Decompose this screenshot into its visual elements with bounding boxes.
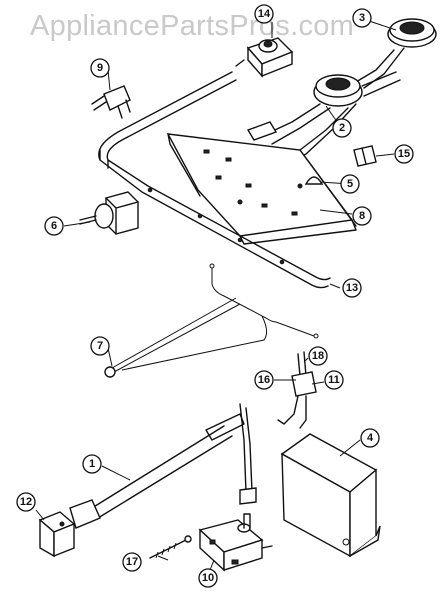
callout-label: 5 xyxy=(347,178,353,190)
callout-label: 17 xyxy=(126,556,138,568)
valve-14 xyxy=(235,37,294,78)
callout-label: 6 xyxy=(51,220,57,232)
callout-label: 4 xyxy=(367,432,374,444)
callout-label: 18 xyxy=(312,350,324,362)
callout-label: 16 xyxy=(258,374,270,386)
callout-11: 11 xyxy=(324,370,344,390)
callout-label: 9 xyxy=(97,62,103,74)
callout-label: 2 xyxy=(339,122,345,134)
callout-16: 16 xyxy=(254,370,274,390)
clip-9 xyxy=(91,85,131,119)
valve-10 xyxy=(198,513,273,572)
callout-10: 10 xyxy=(198,568,218,588)
callout-label: 13 xyxy=(346,282,358,294)
callout-18: 18 xyxy=(308,346,328,366)
callout-7: 7 xyxy=(90,336,110,356)
manifold-13 xyxy=(98,71,331,289)
callout-13: 13 xyxy=(342,278,362,298)
electrode-assembly xyxy=(277,351,317,429)
bracket-12 xyxy=(38,511,76,558)
burner-tube-1 xyxy=(69,403,257,529)
callout-label: 1 xyxy=(89,458,95,470)
callout-5: 5 xyxy=(340,174,360,194)
callout-15: 15 xyxy=(394,144,414,164)
switch-6 xyxy=(79,191,139,235)
callout-17: 17 xyxy=(122,552,142,572)
bracket-8 xyxy=(166,133,357,245)
callout-8: 8 xyxy=(352,206,372,226)
callout-label: 12 xyxy=(20,496,32,508)
callout-1: 1 xyxy=(82,454,102,474)
callout-3: 3 xyxy=(352,8,372,28)
callout-label: 15 xyxy=(398,148,410,160)
clip-15 xyxy=(353,145,377,167)
callout-label: 10 xyxy=(202,572,214,584)
callout-2: 2 xyxy=(332,118,352,138)
thermocouple-7 xyxy=(104,263,319,378)
callout-label: 8 xyxy=(359,210,365,222)
callout-label: 11 xyxy=(328,374,340,386)
leader-lines xyxy=(35,19,397,571)
shield-4 xyxy=(280,433,381,558)
callout-label: 14 xyxy=(258,8,271,20)
callout-label: 7 xyxy=(97,340,103,352)
callout-4: 4 xyxy=(360,428,380,448)
callout-6: 6 xyxy=(44,216,64,236)
burner-3 xyxy=(355,18,437,89)
screw-17 xyxy=(149,535,192,559)
callout-14: 14 xyxy=(254,4,274,24)
callout-label: 3 xyxy=(359,12,365,24)
grommet-5 xyxy=(304,176,324,185)
callout-12: 12 xyxy=(16,492,36,512)
callout-9: 9 xyxy=(90,58,110,78)
watermark-text: AppliancePartsPros.com xyxy=(30,10,355,42)
